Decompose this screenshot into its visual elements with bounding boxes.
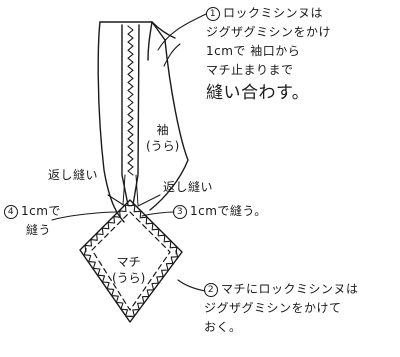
sleeve-label-side: (うら) (146, 138, 179, 154)
note-4-number: 4 (4, 205, 18, 219)
note-1-line-5: 縫い合わす。 (206, 84, 331, 103)
gusset-label-name: マチ (112, 254, 145, 270)
note-4-line-2: 縫う (4, 221, 61, 240)
note-2-line-2: ジグザグミシンをかけて (204, 299, 359, 318)
gusset-label-side: (うら) (112, 270, 145, 286)
note-1-number: 1 (206, 7, 220, 21)
note-2-number: 2 (204, 283, 218, 297)
backstitch-left-label: 返し縫い (48, 166, 98, 185)
gusset-label: マチ (うら) (112, 254, 145, 286)
backstitch-right-label: 返し縫い (163, 178, 213, 197)
note-1-line-4: マチ止まりまで (206, 61, 331, 80)
note-3-text: 1cmで縫う。 (190, 204, 267, 218)
note-4-line-1: 1cmで (21, 204, 61, 218)
note-2-line-3: おく。 (204, 318, 359, 337)
sleeve-label-name: 袖 (146, 122, 179, 138)
note-1-line-3: 1cmで 袖口から (206, 42, 331, 61)
center-seam (122, 25, 139, 205)
leader-lines (52, 14, 206, 291)
note-1-line-1: ロックミシンヌは (223, 6, 323, 20)
sleeve-label: 袖 (うら) (146, 122, 179, 154)
note-2-line-1: マチにロックミシンヌは (221, 282, 359, 296)
note-3-number: 3 (173, 205, 187, 219)
note-1-line-2: ジグザグミシンをかけ (206, 23, 331, 42)
